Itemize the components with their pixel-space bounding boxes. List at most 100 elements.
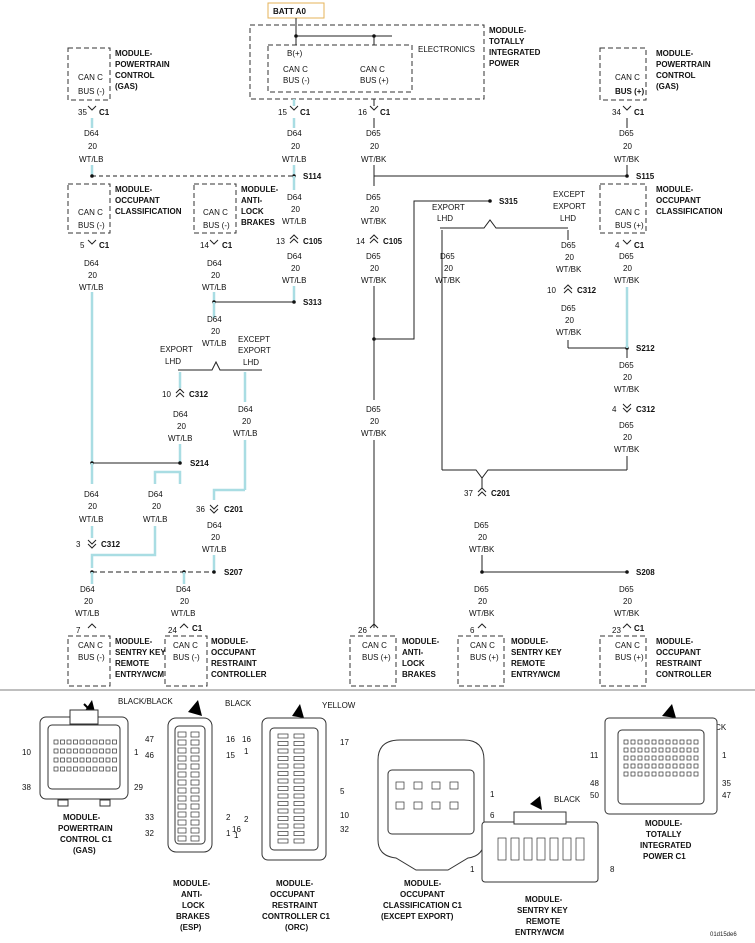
svg-text:4: 4 [615,241,620,250]
svg-text:10: 10 [162,390,171,399]
svg-text:POWERTRAIN: POWERTRAIN [656,60,711,69]
abs-bottom-module: CAN C BUS (+) MODULE- ANTI- LOCK BRAKES [349,635,440,687]
splice-s313: S313 [303,298,322,307]
svg-text:20: 20 [370,417,379,426]
tipm-module: ELECTRONICS B(+) CAN C BUS (-) CAN C BUS… [249,18,541,100]
svg-text:CONTROL: CONTROL [656,71,696,80]
pin-cavity [66,766,72,772]
svg-text:CAN C: CAN C [615,208,640,217]
pin-cavity [277,748,289,754]
pin-cavity [630,747,636,753]
pin-cavity [190,803,200,810]
svg-text:20: 20 [623,142,632,151]
svg-text:2: 2 [226,813,231,822]
pin-cavity [53,757,59,763]
pin-cavity [190,739,200,746]
pin-cavity [177,787,187,794]
pin-cavity [190,755,200,762]
pin-cavity [277,823,289,829]
svg-text:35: 35 [722,779,731,788]
pin-cavity [665,763,671,769]
pin-cavity [73,757,78,763]
svg-text:(GAS): (GAS) [656,82,679,91]
svg-text:BUS (-): BUS (-) [203,221,230,230]
pin-cavity [277,756,289,761]
pin-cavity [112,739,117,745]
svg-text:BUS (+): BUS (+) [470,653,499,662]
pin-cavity [686,771,692,777]
svg-text:EXCEPT: EXCEPT [238,335,270,344]
svg-text:WT/LB: WT/LB [171,609,195,618]
svg-text:36: 36 [196,505,205,514]
pin-cavity [449,781,459,790]
pin-cavity [277,831,289,836]
pin-cavity [630,771,636,777]
svg-text:10: 10 [340,811,349,820]
svg-text:BRAKES: BRAKES [176,912,210,921]
pin-cavity [293,808,305,814]
pin-cavity [672,771,678,777]
pin-cavity [112,748,117,754]
svg-text:D64: D64 [207,521,222,530]
svg-text:POWERTRAIN: POWERTRAIN [58,824,113,833]
svg-text:WT/LB: WT/LB [202,545,226,554]
svg-text:MODULE-: MODULE- [656,637,694,646]
svg-text:D65: D65 [561,241,576,250]
svg-text:WT/LB: WT/LB [202,283,226,292]
wire-labels-row1: D64 20 WT/LB D64 20 WT/LB D65 20 WT/BK D… [79,129,640,164]
svg-text:SENTRY KEY: SENTRY KEY [511,648,562,657]
svg-text:D65: D65 [474,585,489,594]
svg-text:MODULE-: MODULE- [115,49,153,58]
svg-text:MODULE-: MODULE- [173,879,211,888]
pin-cavity [693,763,699,769]
svg-text:YELLOW: YELLOW [322,701,356,710]
svg-text:33: 33 [145,813,154,822]
svg-text:POWERTRAIN: POWERTRAIN [115,60,170,69]
pin-cavity [431,781,441,790]
svg-text:LHD: LHD [560,214,576,223]
svg-text:BLACK: BLACK [225,699,252,708]
svg-text:D64: D64 [148,490,163,499]
pin-cavity [686,755,692,761]
pin-cavity [112,766,117,772]
svg-text:C1: C1 [634,241,645,250]
svg-text:WT/BK: WT/BK [361,429,387,438]
svg-text:15: 15 [278,108,287,117]
pin-cavity [630,763,636,769]
pin-cavity [293,778,305,784]
pin-cavity [637,755,643,761]
svg-text:48: 48 [590,779,599,788]
pin-cavity [60,739,65,745]
pin-cavity [177,811,187,818]
pin-cavity [679,763,685,769]
svg-text:WT/LB: WT/LB [282,217,306,226]
splice-s315: S315 [499,197,518,206]
svg-text:CAN C: CAN C [173,641,198,650]
svg-text:MODULE-: MODULE- [656,49,694,58]
splice-s115: S115 [636,172,655,181]
svg-text:29: 29 [134,783,143,792]
svg-text:REMOTE: REMOTE [526,917,561,926]
svg-text:20: 20 [478,533,487,542]
svg-text:1: 1 [722,751,727,760]
svg-text:35: 35 [78,108,87,117]
pin-cavity [637,747,643,753]
svg-text:SENTRY KEY: SENTRY KEY [115,648,166,657]
pin-cavity [277,771,289,776]
svg-text:20: 20 [565,253,574,262]
pin-cavity [177,803,187,810]
pin-cavity [293,823,305,829]
pin-cavity [53,766,59,772]
svg-text:20: 20 [623,433,632,442]
svg-text:20: 20 [211,533,220,542]
pin-cavity [549,837,559,861]
pin-cavity [693,739,699,745]
svg-text:BUS (-): BUS (-) [173,653,200,662]
pin-cavity [658,755,664,761]
pin-cavity [644,747,650,753]
svg-text:C201: C201 [224,505,244,514]
svg-text:MODULE-: MODULE- [276,879,314,888]
svg-text:D64: D64 [173,410,188,419]
svg-text:C1: C1 [300,108,311,117]
